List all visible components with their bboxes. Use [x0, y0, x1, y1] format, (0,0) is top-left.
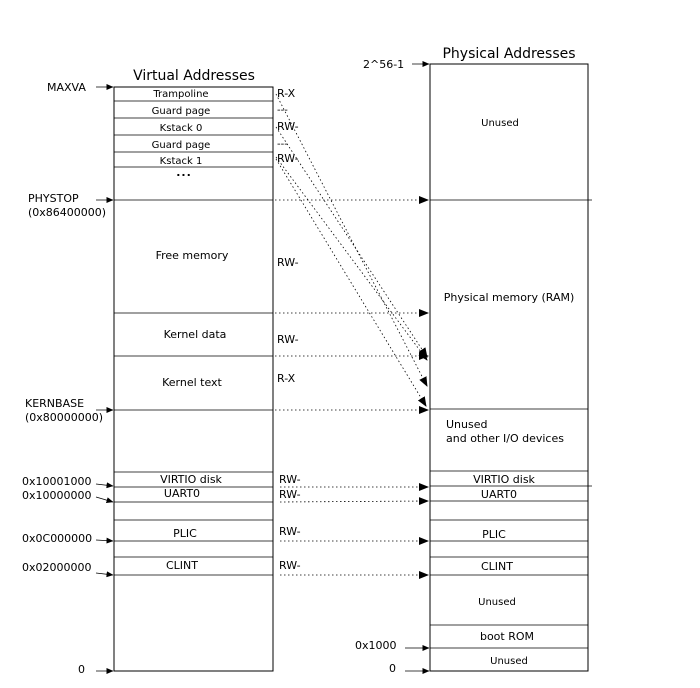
permission-label: RW-	[279, 488, 301, 501]
kernel-text-region: Kernel text	[162, 376, 222, 389]
rom-address-label: 0x1000	[355, 639, 397, 652]
uart0-region: UART0	[164, 487, 200, 500]
permission-label: R-X	[277, 372, 296, 385]
permission-label: RW-	[277, 152, 299, 165]
mapping-arrow	[279, 497, 429, 506]
kstack-1-region: Kstack 1	[160, 156, 203, 167]
guard-page-region: Guard page	[152, 140, 211, 151]
address-arrow	[95, 482, 114, 489]
permission-label: RW-	[279, 525, 301, 538]
clint-address-label: 0x02000000	[22, 561, 92, 574]
physical-address-space: Unused Physical memory (RAM) Unused and …	[429, 63, 592, 672]
uart0-region: UART0	[481, 488, 517, 501]
zero-address-label: 0	[78, 663, 85, 676]
mapping-arrow	[275, 156, 428, 361]
unused-bottom-region: Unused	[490, 656, 528, 667]
permission-label: RW-	[277, 120, 299, 133]
mapping-arrow	[275, 126, 428, 358]
kernel-data-region: Kernel data	[164, 328, 227, 341]
plic-region: PLIC	[482, 528, 506, 541]
mapping-arrow	[275, 93, 428, 387]
virtio-address-label: 0x10001000	[22, 475, 92, 488]
mapping-arrows	[275, 93, 429, 579]
permission-label: RW-	[279, 473, 301, 486]
unused-io-region-line2: and other I/O devices	[446, 432, 564, 445]
free-memory-region: Free memory	[156, 249, 229, 262]
physical-address-labels: 2^56-1 0x1000 0	[355, 58, 430, 675]
address-arrow	[95, 496, 114, 504]
top-physical-address-label: 2^56-1	[363, 58, 404, 71]
unused-top-region: Unused	[481, 118, 519, 129]
clint-region: CLINT	[481, 560, 513, 573]
physical-addresses-title: Physical Addresses	[442, 46, 575, 62]
plic-address-label: 0x0C000000	[22, 532, 92, 545]
address-arrow	[95, 537, 114, 544]
phystop-hex-label: (0x86400000)	[28, 206, 106, 219]
virtual-addresses-title: Virtual Addresses	[133, 68, 255, 84]
kstack-0-region: Kstack 0	[160, 123, 203, 134]
boot-rom-region: boot ROM	[480, 630, 534, 643]
clint-region: CLINT	[166, 559, 198, 572]
ram-region: Physical memory (RAM)	[444, 291, 575, 304]
virtio-disk-region: VIRTIO disk	[473, 473, 535, 486]
ellipsis: ...	[176, 166, 192, 179]
maxva-label: MAXVA	[47, 81, 86, 94]
permission-label: R-X	[277, 87, 296, 100]
permission-label: ---	[277, 105, 288, 116]
mapping-arrow	[275, 158, 427, 407]
kernbase-hex-label: (0x80000000)	[25, 411, 103, 424]
permission-label: ---	[277, 139, 288, 150]
kernbase-label: KERNBASE	[25, 397, 84, 410]
virtio-disk-region: VIRTIO disk	[160, 473, 222, 486]
unused-io-region: Unused	[446, 418, 487, 431]
plic-region: PLIC	[173, 527, 197, 540]
address-arrow	[95, 571, 114, 578]
guard-page-region: Guard page	[152, 106, 211, 117]
permission-label: RW-	[277, 256, 299, 269]
permission-label: RW-	[277, 333, 299, 346]
physical-column-box	[429, 63, 589, 672]
trampoline-region: Trampoline	[152, 89, 208, 100]
unused-low-region: Unused	[478, 597, 516, 608]
permission-label: RW-	[279, 559, 301, 572]
virtual-address-labels: MAXVA PHYSTOP (0x86400000) KERNBASE (0x8…	[22, 81, 114, 676]
phystop-label: PHYSTOP	[28, 192, 79, 205]
uart-address-label: 0x10000000	[22, 489, 92, 502]
zero-physical-address-label: 0	[389, 662, 396, 675]
virtual-address-space: Trampoline Guard page Kstack 0 Guard pag…	[113, 86, 274, 672]
permission-labels: R-X --- RW- --- RW- RW- RW- R-X RW- RW- …	[277, 87, 301, 572]
virtual-column-box	[113, 86, 274, 672]
